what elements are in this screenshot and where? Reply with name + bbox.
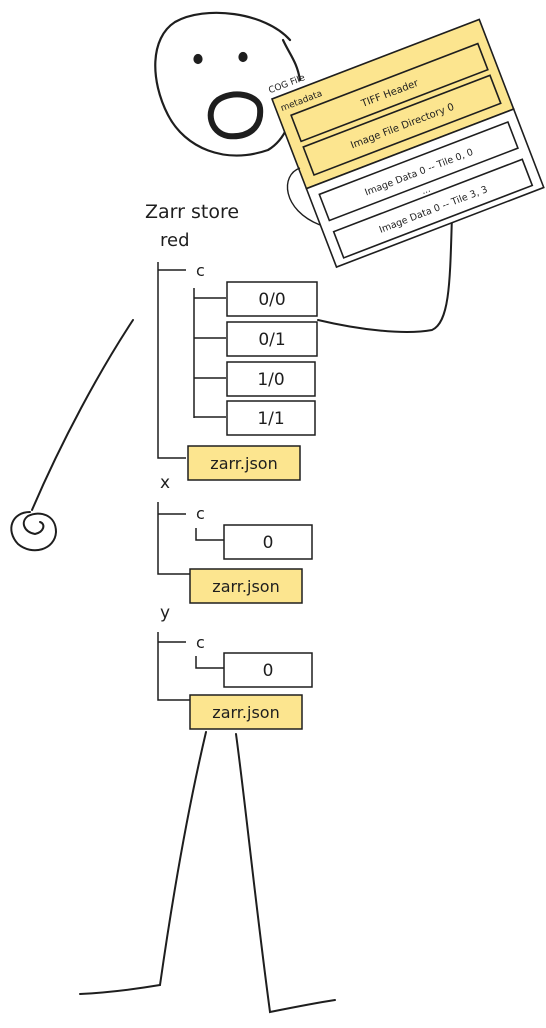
chunk-dir: c xyxy=(196,504,205,523)
chunk-label: 1/0 xyxy=(257,370,284,390)
chunk-box xyxy=(226,400,316,436)
right-eye xyxy=(238,51,248,63)
chunk-box xyxy=(223,652,313,688)
cog-grip xyxy=(286,167,321,226)
figure-left-arm xyxy=(10,319,134,552)
tree-lines xyxy=(157,262,226,459)
group-red: red c 0/0 0/1 1/0 1/1 zarr.json xyxy=(157,230,318,481)
left-eye xyxy=(193,53,203,65)
cog-ellipsis: ... xyxy=(420,185,432,197)
group-x: x c 0 zarr.json xyxy=(157,473,313,604)
chunk-box xyxy=(226,281,318,317)
cog-tile-last-box xyxy=(332,158,534,259)
zarr-title: Zarr store xyxy=(145,201,239,223)
chunk-label: 0 xyxy=(263,661,274,681)
group-y: y c 0 zarr.json xyxy=(157,603,313,730)
group-name: red xyxy=(160,230,190,251)
figure-legs xyxy=(79,731,336,1014)
cog-tiff-header-box xyxy=(290,42,489,143)
chunk-dir: c xyxy=(196,633,205,652)
meta-file-label: zarr.json xyxy=(210,454,277,473)
group-name: y xyxy=(160,603,170,623)
meta-file-label: zarr.json xyxy=(212,577,279,596)
meta-file-box xyxy=(187,445,301,481)
cog-ifd-box xyxy=(302,74,502,177)
chunk-label: 0 xyxy=(263,533,274,553)
cog-file: COG File metadata TIFF Header Image File… xyxy=(267,18,545,269)
group-name: x xyxy=(160,473,170,493)
chunk-label: 1/1 xyxy=(257,409,284,429)
meta-file-label: zarr.json xyxy=(212,703,279,722)
tree-lines xyxy=(157,632,224,701)
figure-head xyxy=(154,11,302,157)
chunk-label: 0/1 xyxy=(258,330,285,350)
chunk-label: 0/0 xyxy=(258,290,285,310)
chunk-box xyxy=(226,361,316,397)
cog-tile-first-box xyxy=(318,120,519,222)
meta-file-box xyxy=(189,568,303,604)
chunk-box xyxy=(226,321,318,357)
meta-file-box xyxy=(189,694,303,730)
mouth xyxy=(207,91,264,140)
tree-lines xyxy=(157,502,224,575)
chunk-box xyxy=(223,524,313,560)
chunk-dir: c xyxy=(196,261,205,280)
